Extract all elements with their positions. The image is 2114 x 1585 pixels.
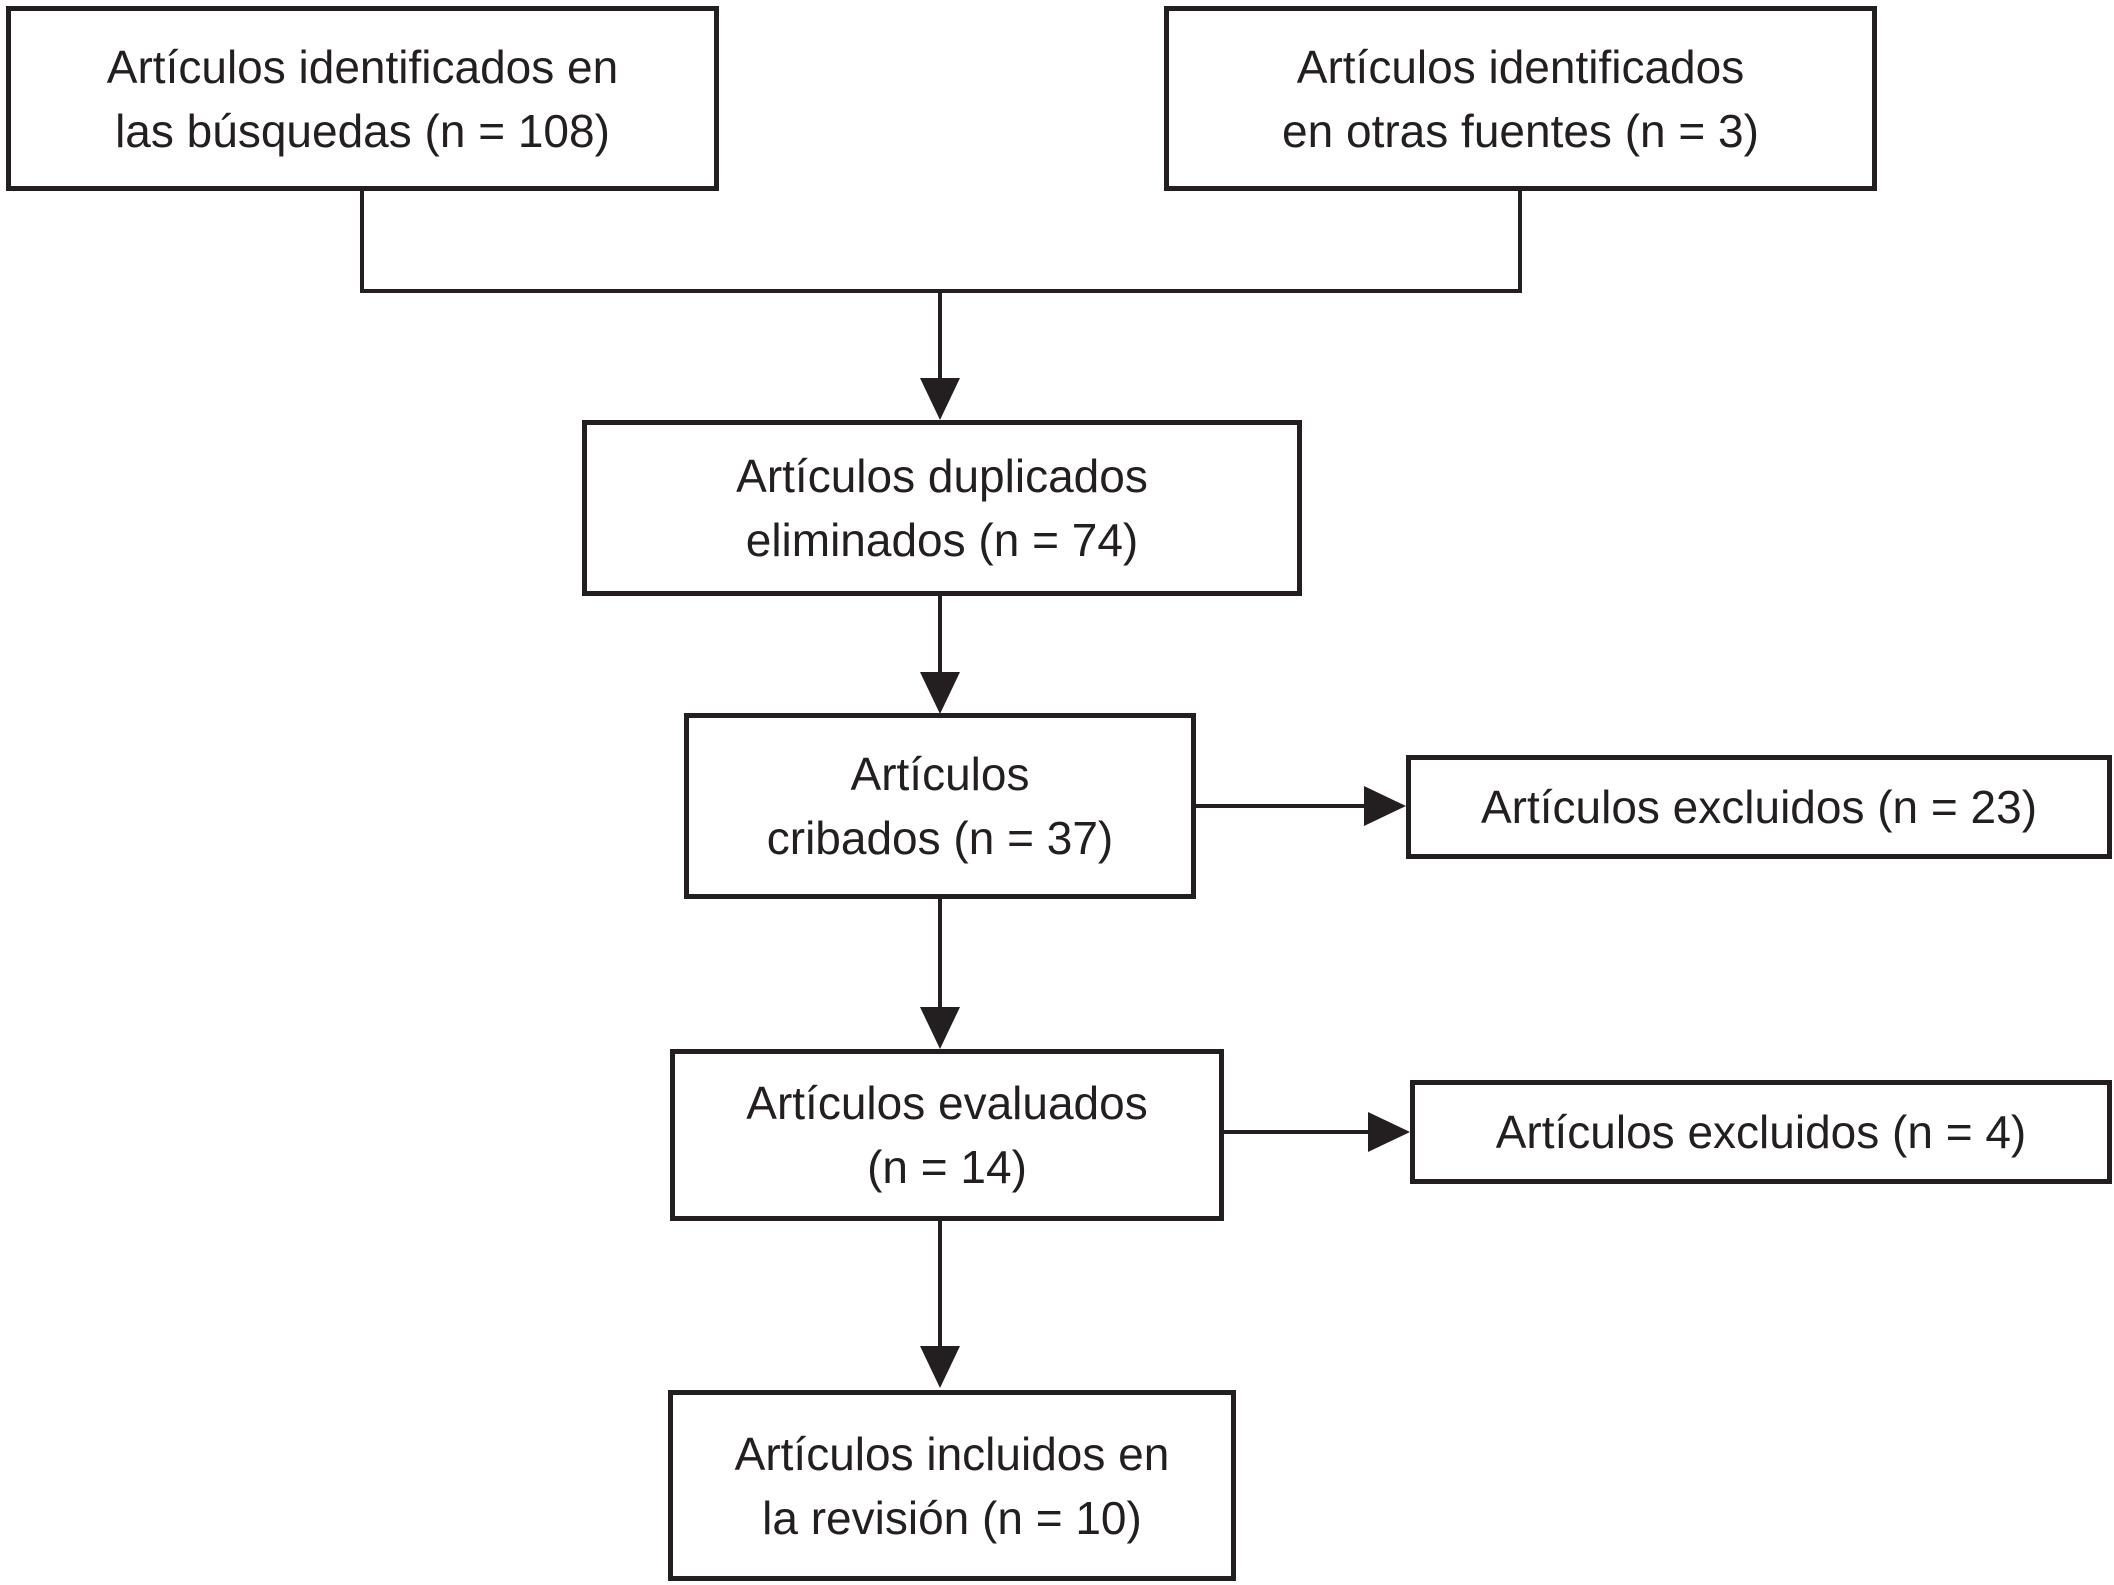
node-included-review-line2: la revisión (n = 10) bbox=[762, 1491, 1142, 1544]
node-included-review: Artículos incluidos en la revisión (n = … bbox=[668, 1390, 1236, 1581]
node-duplicates-removed: Artículos duplicados eliminados (n = 74) bbox=[582, 420, 1302, 596]
node-screened: Artículos cribados (n = 37) bbox=[684, 713, 1196, 899]
node-identified-other-sources-line2: en otras fuentes (n = 3) bbox=[1282, 104, 1759, 157]
arrowhead-into-screened bbox=[920, 672, 960, 714]
arrowhead-into-excluded-screening bbox=[1364, 786, 1406, 826]
connector-merge-down-line bbox=[938, 289, 942, 382]
arrowhead-into-duplicates bbox=[920, 378, 960, 420]
node-duplicates-removed-line2: eliminados (n = 74) bbox=[745, 514, 1139, 566]
node-identified-searches-line1: Artículos identificados en bbox=[106, 40, 619, 93]
connector-assessed-to-included bbox=[938, 1219, 942, 1348]
node-assessed: Artículos evaluados (n = 14) bbox=[670, 1049, 1224, 1221]
node-screened-line2: cribados (n = 37) bbox=[766, 812, 1114, 864]
connector-merge-left-vertical bbox=[360, 189, 364, 293]
node-excluded-screening: Artículos excluidos (n = 23) bbox=[1406, 755, 2112, 859]
node-identified-searches-line2: las búsquedas (n = 108) bbox=[115, 104, 610, 157]
arrowhead-into-excluded-assessment bbox=[1368, 1112, 1410, 1152]
connector-screened-to-excluded bbox=[1194, 804, 1366, 808]
node-excluded-assessment-line1: Artículos excluidos (n = 4) bbox=[1495, 1106, 2027, 1158]
node-identified-searches: Artículos identificados en las búsquedas… bbox=[6, 6, 719, 191]
connector-duplicates-to-screened bbox=[938, 594, 942, 674]
node-assessed-line1: Artículos evaluados bbox=[746, 1077, 1148, 1129]
connector-screened-to-assessed bbox=[938, 897, 942, 1009]
arrowhead-into-included bbox=[920, 1346, 960, 1388]
node-identified-other-sources: Artículos identificados en otras fuentes… bbox=[1164, 6, 1877, 191]
connector-assessed-to-excluded bbox=[1222, 1130, 1370, 1134]
connector-merge-right-vertical bbox=[1518, 189, 1522, 293]
node-identified-other-sources-line1: Artículos identificados bbox=[1296, 40, 1745, 93]
arrowhead-into-assessed bbox=[920, 1007, 960, 1049]
node-screened-line1: Artículos bbox=[850, 748, 1030, 800]
node-duplicates-removed-line1: Artículos duplicados bbox=[736, 450, 1148, 502]
node-included-review-line1: Artículos incluidos en bbox=[734, 1427, 1170, 1480]
node-excluded-assessment: Artículos excluidos (n = 4) bbox=[1410, 1080, 2112, 1184]
node-excluded-screening-line1: Artículos excluidos (n = 23) bbox=[1480, 781, 2038, 833]
node-assessed-line2: (n = 14) bbox=[867, 1141, 1027, 1193]
